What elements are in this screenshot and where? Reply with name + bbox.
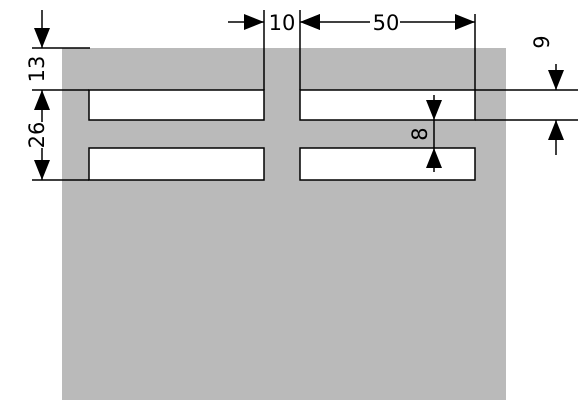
dimension-slot-height: 9: [475, 35, 578, 155]
dimension-label-slot-height: 9: [530, 35, 554, 48]
arrow-down-icon: [34, 28, 50, 48]
dimension-label-slot-spacing: 8: [408, 127, 432, 140]
arrow-down-icon: [548, 70, 564, 90]
dimension-slot-spacing: 8: [408, 95, 442, 172]
slot-bottom-right: [299, 147, 476, 181]
arrow-left-icon: [300, 14, 320, 30]
arrow-up-icon: [548, 120, 564, 140]
dimension-slot-width: 50: [300, 11, 476, 90]
arrow-up-icon: [426, 148, 442, 168]
arrow-right-icon: [244, 14, 264, 30]
dimension-top-offset: 13: [25, 10, 90, 82]
arrow-up-icon: [34, 90, 50, 110]
dimension-label-top-offset: 13: [25, 56, 49, 83]
dimension-slot-pitch: 26: [25, 89, 89, 181]
dimension-label-slot-pitch: 26: [25, 122, 49, 149]
dimension-label-slot-gap: 10: [269, 11, 296, 35]
arrow-down-icon: [34, 160, 50, 180]
slot-bottom-left: [88, 147, 265, 181]
slot-top-right: [299, 89, 476, 121]
arrow-right-icon: [455, 14, 475, 30]
arrow-down-icon: [426, 100, 442, 120]
slot-top-left: [88, 89, 265, 121]
dimension-label-slot-width: 50: [373, 11, 400, 35]
dimension-slot-gap: 10: [228, 10, 320, 90]
